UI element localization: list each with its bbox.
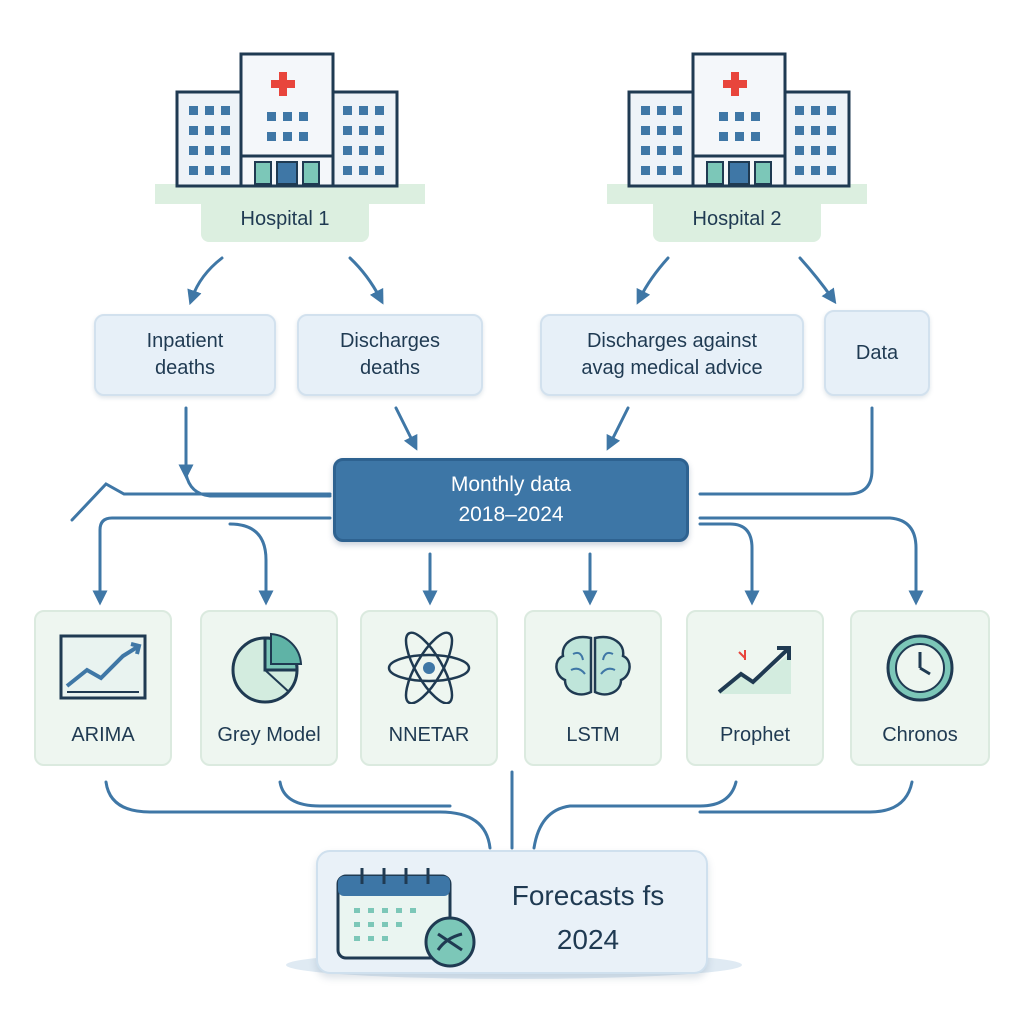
hospital-2-label: Hospital 2 bbox=[653, 196, 821, 242]
model-nnetar: NNETAR bbox=[360, 610, 498, 766]
center-line1: Monthly data bbox=[450, 473, 572, 496]
metric-line1: Data bbox=[855, 341, 899, 364]
line-chronos-forecast bbox=[698, 780, 914, 814]
line-grey-forecast bbox=[278, 780, 452, 808]
metric-line1: Discharges bbox=[339, 330, 441, 352]
hospital-1-label: Hospital 1 bbox=[201, 196, 369, 242]
line-m4-down bbox=[698, 406, 874, 496]
hospital-building-icon bbox=[607, 52, 867, 204]
metric-line2: avag medical advice bbox=[581, 357, 763, 379]
line-arima-forecast bbox=[104, 780, 492, 850]
forecast-line1: Forecasts fs bbox=[511, 880, 665, 911]
model-prophet: Prophet bbox=[686, 610, 824, 766]
arrow-h1-right bbox=[348, 256, 384, 305]
arrow-h2-left bbox=[636, 256, 670, 305]
pie-chart-icon bbox=[231, 632, 303, 704]
metric-inpatient-deaths: Inpatient deaths bbox=[94, 314, 276, 396]
line-left-branch bbox=[70, 482, 332, 522]
model-grey: Grey Model bbox=[200, 610, 338, 766]
metric-line1: Inpatient bbox=[146, 330, 224, 352]
clock-icon bbox=[886, 634, 954, 702]
arrow-to-chronos bbox=[698, 516, 924, 606]
model-label: Chronos bbox=[882, 724, 958, 746]
model-label: ARIMA bbox=[71, 724, 135, 746]
center-line2: 2018–2024 bbox=[458, 503, 564, 526]
line-center-left bbox=[184, 472, 332, 498]
calendar-icon bbox=[336, 868, 476, 968]
metric-discharges-against-advice: Discharges against avag medical advice bbox=[540, 314, 804, 396]
metric-line1: Discharges against bbox=[586, 330, 758, 352]
model-label: Grey Model bbox=[217, 724, 321, 746]
model-label: Prophet bbox=[719, 724, 791, 746]
metric-line2: deaths bbox=[359, 357, 421, 379]
monthly-data-box: Monthly data 2018–2024 bbox=[333, 458, 689, 542]
brain-icon bbox=[555, 635, 631, 696]
metric-data: Data bbox=[824, 310, 930, 396]
line-prophet-forecast bbox=[532, 780, 738, 850]
forecast-line2: 2024 bbox=[556, 924, 620, 955]
arrow-m3-down bbox=[606, 406, 630, 451]
arrow-to-arima bbox=[92, 516, 332, 606]
arrow-m2-down bbox=[394, 406, 418, 451]
model-chronos: Chronos bbox=[850, 610, 990, 766]
arrow-h1-left bbox=[187, 256, 224, 306]
forecast-box: Forecasts fs 2024 bbox=[316, 850, 708, 974]
arrow-h2-right bbox=[798, 256, 837, 305]
metric-discharges-deaths: Discharges deaths bbox=[297, 314, 483, 396]
model-lstm: LSTM bbox=[524, 610, 662, 766]
model-label: LSTM bbox=[566, 724, 620, 746]
forecast-text: Forecasts fs 2024 bbox=[488, 874, 688, 962]
trend-up-icon bbox=[717, 646, 791, 694]
atom-icon bbox=[387, 631, 471, 704]
arrow-to-grey bbox=[228, 522, 274, 606]
hospital-building-icon bbox=[155, 52, 425, 204]
metric-line2: deaths bbox=[154, 357, 216, 379]
model-arima: ARIMA bbox=[34, 610, 172, 766]
line-chart-icon bbox=[59, 634, 147, 700]
model-label: NNETAR bbox=[388, 724, 470, 746]
arrow-to-prophet bbox=[698, 522, 760, 606]
